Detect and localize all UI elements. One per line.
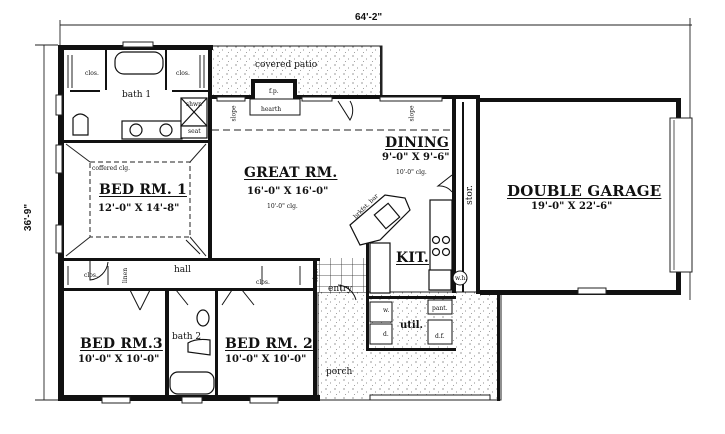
washer-label: w.: [383, 307, 390, 314]
great-room-dims: 16'-0" X 16'-0": [247, 186, 329, 197]
door-swings: [89, 100, 453, 311]
porch-label: porch: [326, 367, 353, 377]
interior-walls: [64, 46, 456, 400]
util-fixtures: [369, 299, 453, 345]
windows: [55, 41, 607, 404]
seat-label: seat: [188, 128, 201, 135]
closet-shelving: [67, 55, 301, 285]
great-room-ceiling: 10'-0" clg.: [267, 203, 298, 210]
dining-dims: 9'-0" X 9'-6": [382, 152, 450, 163]
garage-title: DOUBLE GARAGE: [507, 182, 662, 200]
dining-title: DINING: [385, 135, 449, 151]
coffered-ceiling-label: coffered clg.: [92, 165, 130, 172]
hearth-label: hearth: [261, 106, 282, 113]
kitchen-title: KIT.: [396, 250, 430, 266]
closet-label-1: clos.: [85, 70, 99, 77]
closet-label-4: clos.: [256, 279, 270, 286]
deep-freeze-label: d.f.: [435, 333, 445, 340]
shower-label: shwr.: [186, 101, 203, 108]
fireplace-label: f.p.: [269, 88, 279, 95]
bed3-dims: 10'-0" X 10'-0": [78, 354, 160, 365]
great-room-title: GREAT RM.: [244, 165, 338, 181]
closet-label-3: clos.: [84, 272, 98, 279]
covered-patio-label: covered patio: [255, 60, 318, 70]
hall-label: hall: [174, 265, 191, 275]
bath1-fixtures: [72, 51, 208, 140]
bed1-title: BED RM. 1: [99, 182, 187, 198]
overall-depth-label: 36'-9": [23, 203, 35, 232]
water-heater-label: w.h.: [455, 275, 468, 282]
closet-label-5: clos.: [312, 268, 320, 283]
dining-ceiling: 10'-0" clg.: [396, 169, 427, 176]
water-heater-icon: [452, 270, 468, 286]
slope-label-right: slope: [408, 105, 416, 122]
fireplace: [249, 79, 301, 116]
bed1-dims: 12'-0" X 14'-8": [98, 203, 180, 214]
entry-label: entry: [328, 284, 353, 294]
coffered-ceiling-corners: [65, 143, 207, 257]
storage-label: stor.: [464, 185, 475, 205]
dryer-label: d.: [383, 331, 389, 338]
slope-label-left: slope: [230, 105, 238, 122]
bath1-label: bath 1: [122, 90, 152, 100]
kitchen-counters: [349, 194, 453, 294]
util-label: util.: [400, 320, 423, 331]
overall-width-label: 64'-2": [355, 12, 383, 23]
bath2-fixtures: [169, 309, 215, 395]
closet-label-2: clos.: [176, 70, 190, 77]
garage-dims: 19'-0" X 22'-6": [531, 201, 613, 212]
porch-area: [317, 291, 502, 401]
bath2-label: bath 2: [172, 332, 202, 342]
pantry-label: pant.: [432, 305, 448, 312]
garage-door: [669, 117, 693, 273]
entry-tile-floor: [317, 258, 367, 292]
linen-label: linen: [122, 267, 130, 284]
bed2-title: BED RM. 2: [225, 336, 313, 352]
bed3-title: BED RM.3: [80, 336, 163, 352]
bed2-dims: 10'-0" X 10'-0": [225, 354, 307, 365]
coffered-ceiling-outline: [89, 161, 191, 238]
